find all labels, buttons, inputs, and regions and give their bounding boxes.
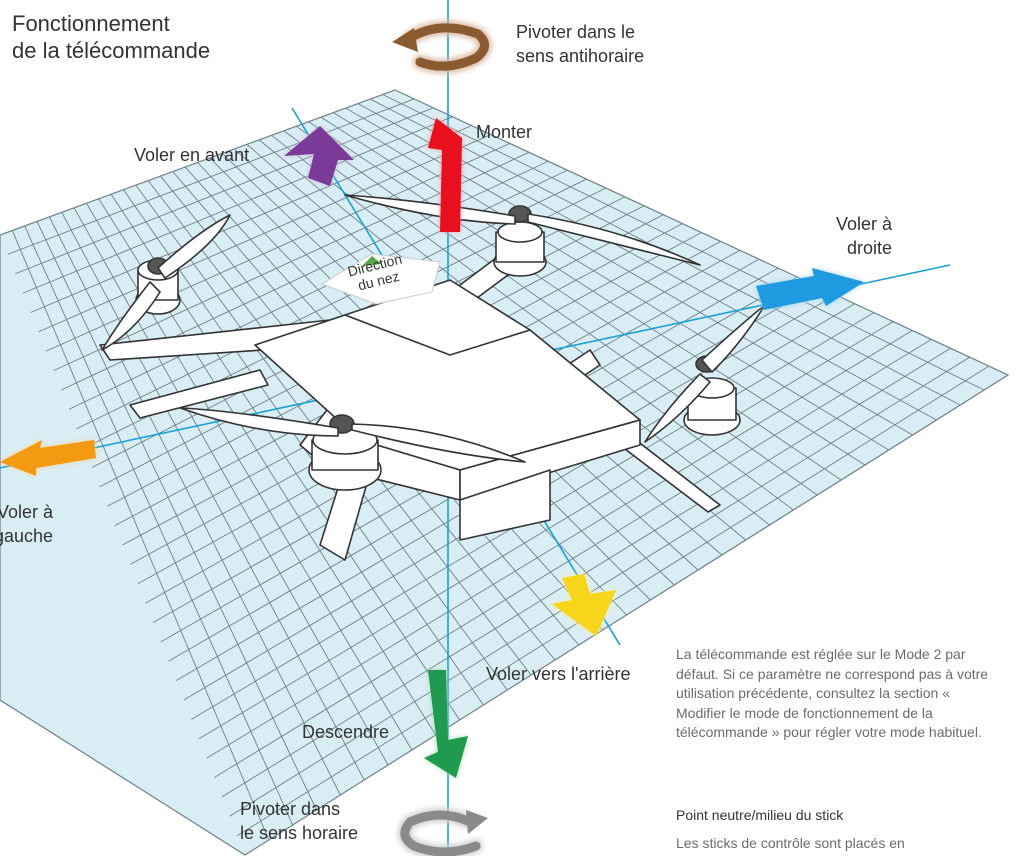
title-line-2: de la télécommande: [12, 38, 211, 63]
backward-label: Voler vers l'arrière: [486, 664, 631, 684]
grid-line: [308, 121, 842, 481]
right-label-line-2: droite: [846, 238, 892, 258]
rotate-cw-label-line-2: le sens horaire: [240, 823, 359, 843]
forward-arrow: [284, 126, 354, 186]
right-label: Voler à droite: [820, 212, 892, 260]
nose-direction-tag: [320, 253, 441, 305]
down-arrow: [424, 670, 468, 778]
mode-note-paragraph: La télécommande est réglée sur le Mode 2…: [676, 646, 989, 740]
left-label-line-1: Voler à: [0, 502, 54, 522]
rotate-cw-label: Pivoter dans le sens horaire: [240, 797, 358, 845]
left-label-line-2: gauche: [0, 526, 54, 546]
drone-illustration: [99, 194, 766, 561]
rotate-ccw-label-line-2: sens antihoraire: [516, 46, 645, 66]
neutral-point-heading: Point neutre/milieu du stick: [676, 807, 844, 823]
neutral-point-text: Les sticks de contrôle sont placés en: [676, 835, 905, 851]
left-arrow: [0, 440, 96, 476]
up-label: Monter: [476, 122, 533, 142]
grid-line: [382, 94, 985, 391]
grid-line: [206, 330, 913, 759]
rotate-cw-arrow: [397, 808, 488, 856]
page-title: Fonctionnement de la télécommande: [12, 10, 210, 64]
forward-label: Voler en avant: [134, 145, 250, 165]
grid-line: [333, 112, 890, 451]
rotate-ccw-label: Pivoter dans le sens antihoraire: [516, 20, 644, 68]
right-label-line-1: Voler à: [835, 214, 892, 234]
up-arrow: [428, 118, 462, 232]
rotate-cw-label-line-1: Pivoter dans: [240, 799, 341, 819]
grid-line: [320, 116, 866, 466]
grid-line: [198, 321, 894, 740]
left-label: Voler à gauche: [0, 500, 53, 548]
rotate-ccw-arrow: [392, 20, 492, 74]
title-line-1: Fonctionnement: [12, 11, 170, 36]
grid-line: [283, 130, 794, 511]
grid-line: [214, 338, 932, 778]
grid-line: [295, 125, 818, 496]
backward-arrow: [552, 574, 616, 636]
rotate-ccw-label-line-1: Pivoter dans le: [516, 22, 636, 42]
grid-line: [237, 365, 990, 837]
grid-line: [221, 347, 951, 798]
down-label: Descendre: [302, 722, 390, 742]
right-arrow: [756, 268, 864, 310]
grid-line: [345, 107, 913, 436]
grid-line: [229, 356, 970, 817]
